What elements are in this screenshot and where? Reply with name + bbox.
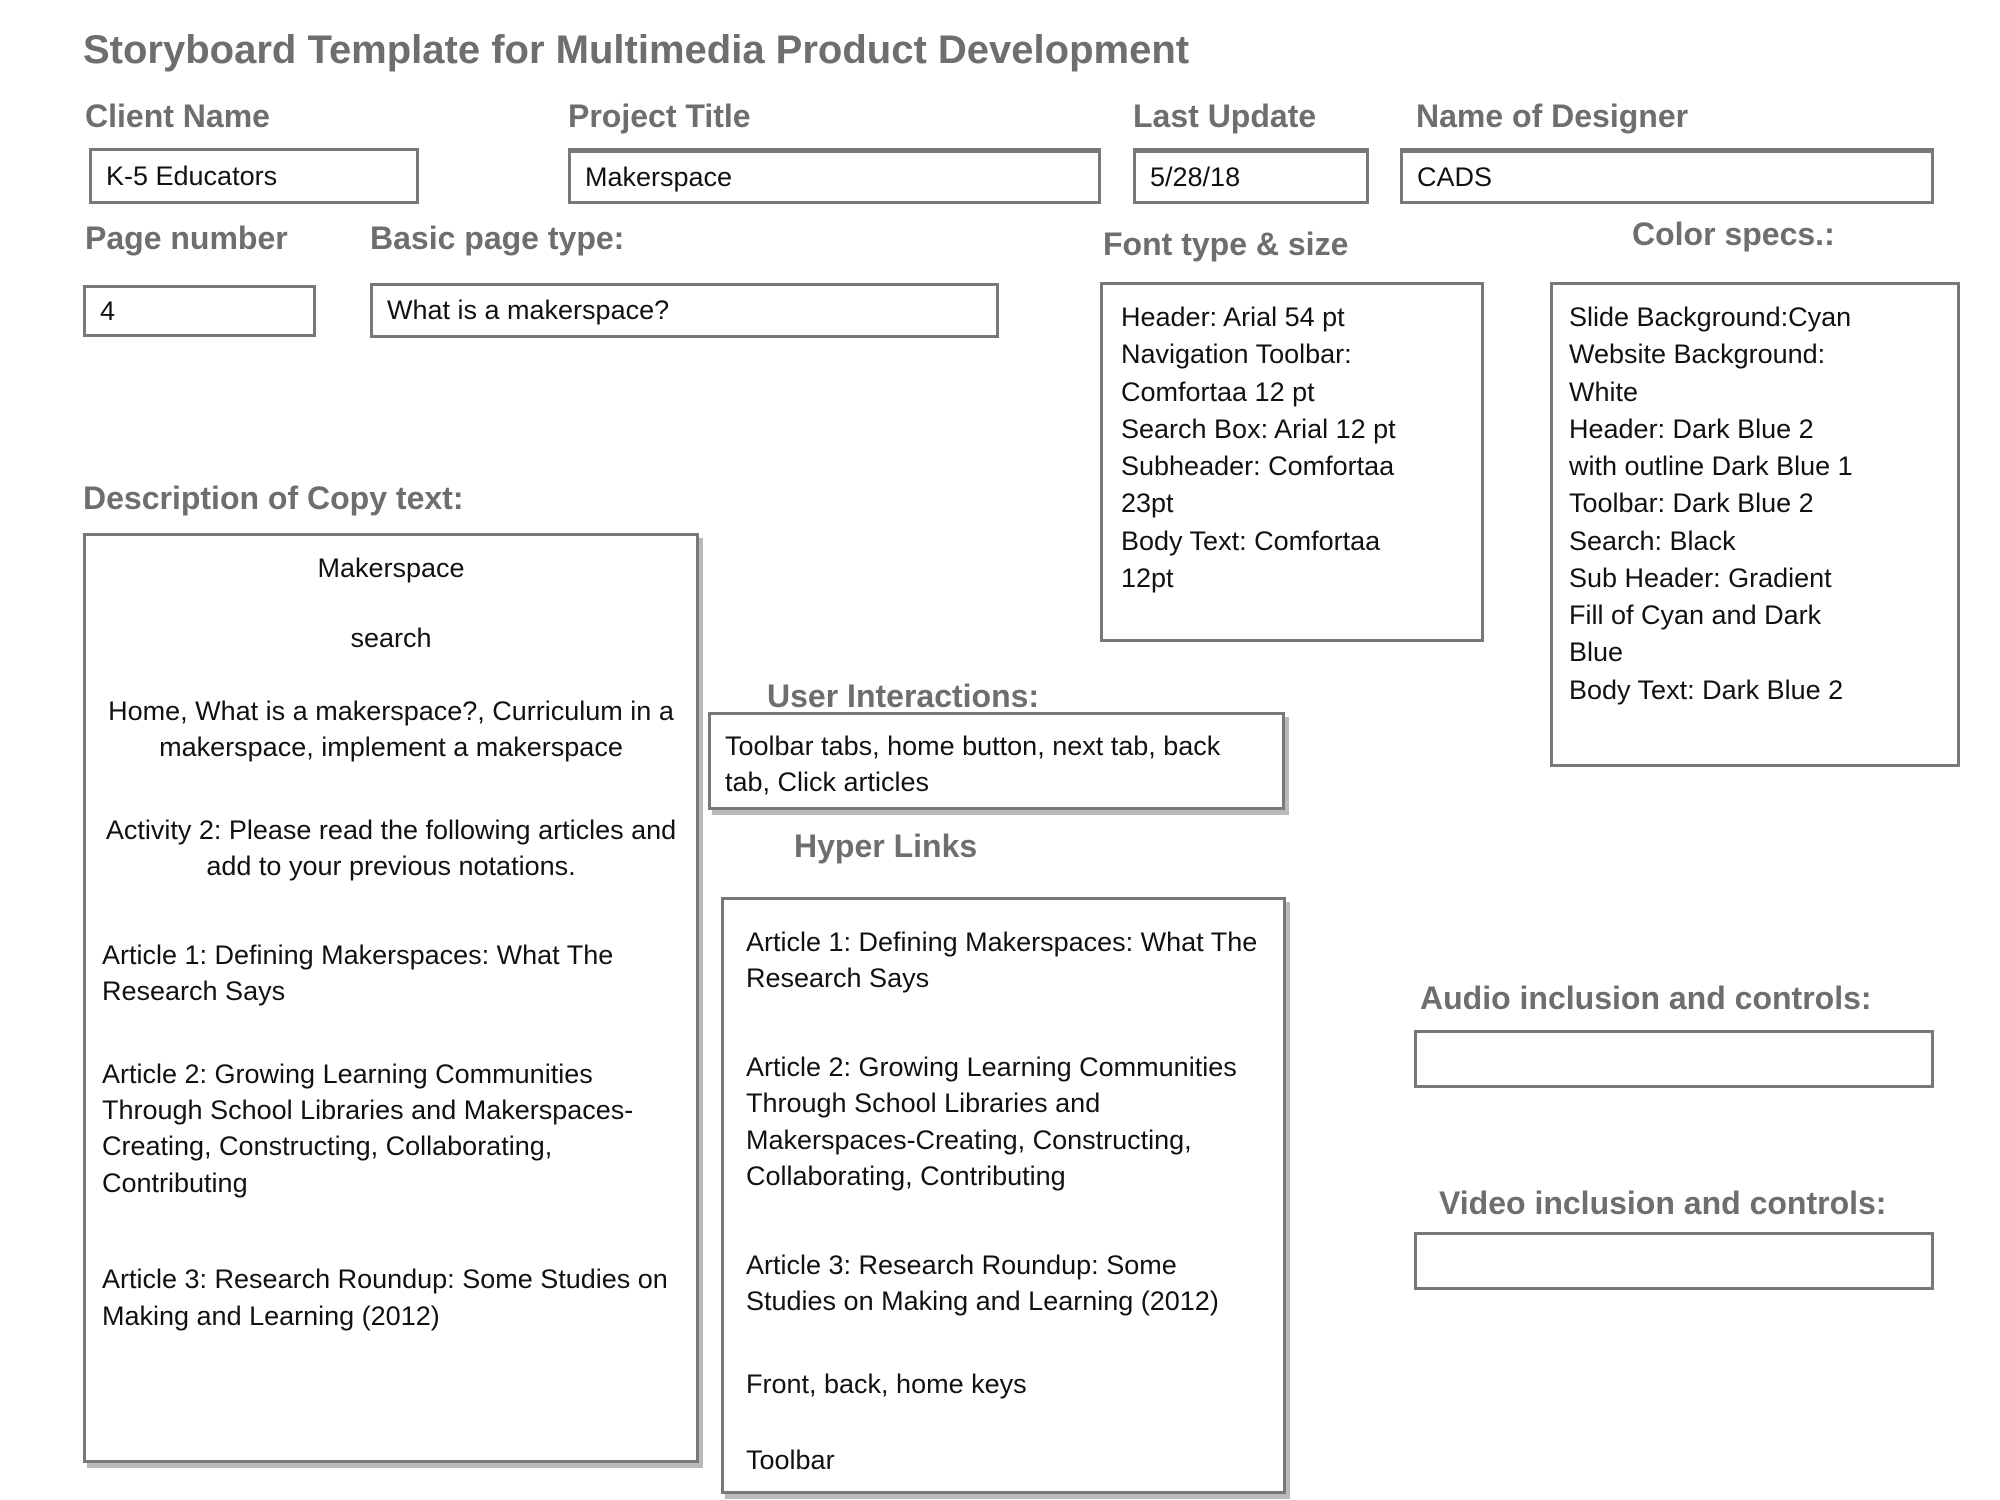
description-paragraph: Article 3: Research Roundup: Some Studie… xyxy=(102,1264,668,1331)
font-specs-box[interactable]: Header: Arial 54 pt Navigation Toolbar: … xyxy=(1100,282,1484,642)
page-number-field[interactable]: 4 xyxy=(83,285,316,337)
color-specs-label: Color specs.: xyxy=(1632,216,1835,252)
hyper-links-box[interactable]: Article 1: Defining Makerspaces: What Th… xyxy=(721,897,1286,1494)
hyperlink-item: Article 3: Research Roundup: Some Studie… xyxy=(746,1249,1219,1317)
user-interactions-box[interactable]: Toolbar tabs, home button, next tab, bac… xyxy=(708,712,1285,810)
basic-page-type-label: Basic page type: xyxy=(370,220,625,256)
page-title: Storyboard Template for Multimedia Produ… xyxy=(83,28,1190,72)
font-specs-label: Font type & size xyxy=(1103,226,1349,262)
project-title-label: Project Title xyxy=(568,98,751,134)
description-paragraph: Article 1: Defining Makerspaces: What Th… xyxy=(102,939,614,1007)
audio-field[interactable] xyxy=(1414,1030,1934,1088)
hyperlink-item: Toolbar xyxy=(746,1444,835,1475)
client-name-label: Client Name xyxy=(85,98,270,134)
video-label: Video inclusion and controls: xyxy=(1439,1185,1887,1221)
last-update-field[interactable]: 5/28/18 xyxy=(1133,148,1369,204)
description-paragraph: Activity 2: Please read the following ar… xyxy=(105,814,677,882)
description-paragraph: Makerspace xyxy=(317,553,465,583)
user-interactions-label: User Interactions: xyxy=(767,678,1040,714)
description-label: Description of Copy text: xyxy=(83,480,464,516)
last-update-label: Last Update xyxy=(1133,98,1317,134)
description-box[interactable]: Makerspace search Home, What is a makers… xyxy=(83,533,699,1463)
project-title-field[interactable]: Makerspace xyxy=(568,148,1101,204)
color-specs-box[interactable]: Slide Background:Cyan Website Background… xyxy=(1550,282,1960,767)
hyper-links-label: Hyper Links xyxy=(794,828,978,864)
description-paragraph: Article 2: Growing Learning Communities … xyxy=(102,1058,634,1198)
video-field[interactable] xyxy=(1414,1232,1934,1290)
client-name-field[interactable]: K-5 Educators xyxy=(89,148,419,204)
designer-label: Name of Designer xyxy=(1416,98,1689,134)
description-paragraph: Home, What is a makerspace?, Curriculum … xyxy=(108,695,674,763)
page-number-label: Page number xyxy=(85,220,288,256)
basic-page-type-field[interactable]: What is a makerspace? xyxy=(370,283,999,338)
designer-field[interactable]: CADS xyxy=(1400,148,1934,204)
description-paragraph: search xyxy=(350,623,432,654)
audio-label: Audio inclusion and controls: xyxy=(1420,980,1872,1016)
hyperlink-item: Article 1: Defining Makerspaces: What Th… xyxy=(746,927,1258,994)
hyperlink-item: Front, back, home keys xyxy=(746,1368,1027,1399)
hyperlink-item: Article 2: Growing Learning Communities … xyxy=(746,1051,1237,1192)
